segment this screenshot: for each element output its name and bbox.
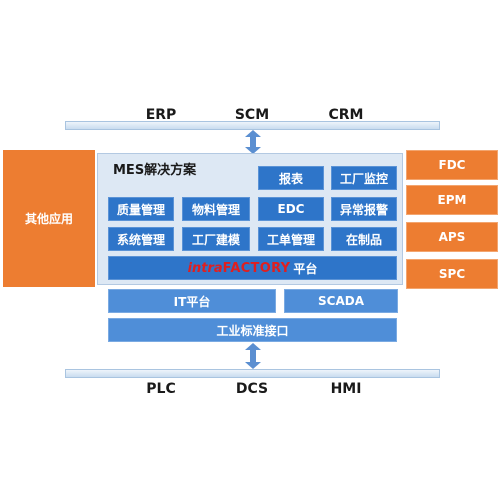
top-double-arrow-icon (245, 130, 261, 154)
system-mgmt-module: 系统管理 (108, 227, 174, 251)
plc-label: PLC (146, 381, 176, 397)
platform-suffix: 平台 (293, 261, 318, 276)
quality-mgmt-module: 质量管理 (108, 197, 174, 221)
scm-label: SCM (234, 107, 270, 123)
factory-monitor-module: 工厂监控 (331, 166, 397, 190)
report-module: 报表 (258, 166, 324, 190)
epm-box: EPM (406, 185, 498, 215)
edc-module: EDC (258, 197, 324, 221)
material-mgmt-module: 物料管理 (182, 197, 250, 221)
bottom-double-arrow-icon (245, 343, 261, 369)
brand-intra: intra (187, 260, 223, 276)
crm-label: CRM (328, 107, 364, 123)
erp-label: ERP (145, 107, 177, 123)
alarm-module: 异常报警 (331, 197, 397, 221)
wip-module: 在制品 (331, 227, 397, 251)
dcs-label: DCS (235, 381, 269, 397)
top-system-bar (65, 121, 440, 130)
fdc-box: FDC (406, 150, 498, 180)
it-platform-box: IT平台 (108, 289, 276, 313)
work-order-module: 工单管理 (258, 227, 324, 251)
industrial-interface-box: 工业标准接口 (108, 318, 397, 342)
hmi-label: HMI (330, 381, 362, 397)
mes-title: MES解决方案 (113, 163, 197, 178)
bottom-system-bar (65, 369, 440, 378)
factory-modeling-module: 工厂建模 (182, 227, 250, 251)
other-apps-box: 其他应用 (3, 150, 95, 287)
scada-box: SCADA (284, 289, 398, 313)
spc-box: SPC (406, 259, 498, 289)
aps-box: APS (406, 222, 498, 252)
brand-factory: FACTORY (222, 260, 291, 276)
